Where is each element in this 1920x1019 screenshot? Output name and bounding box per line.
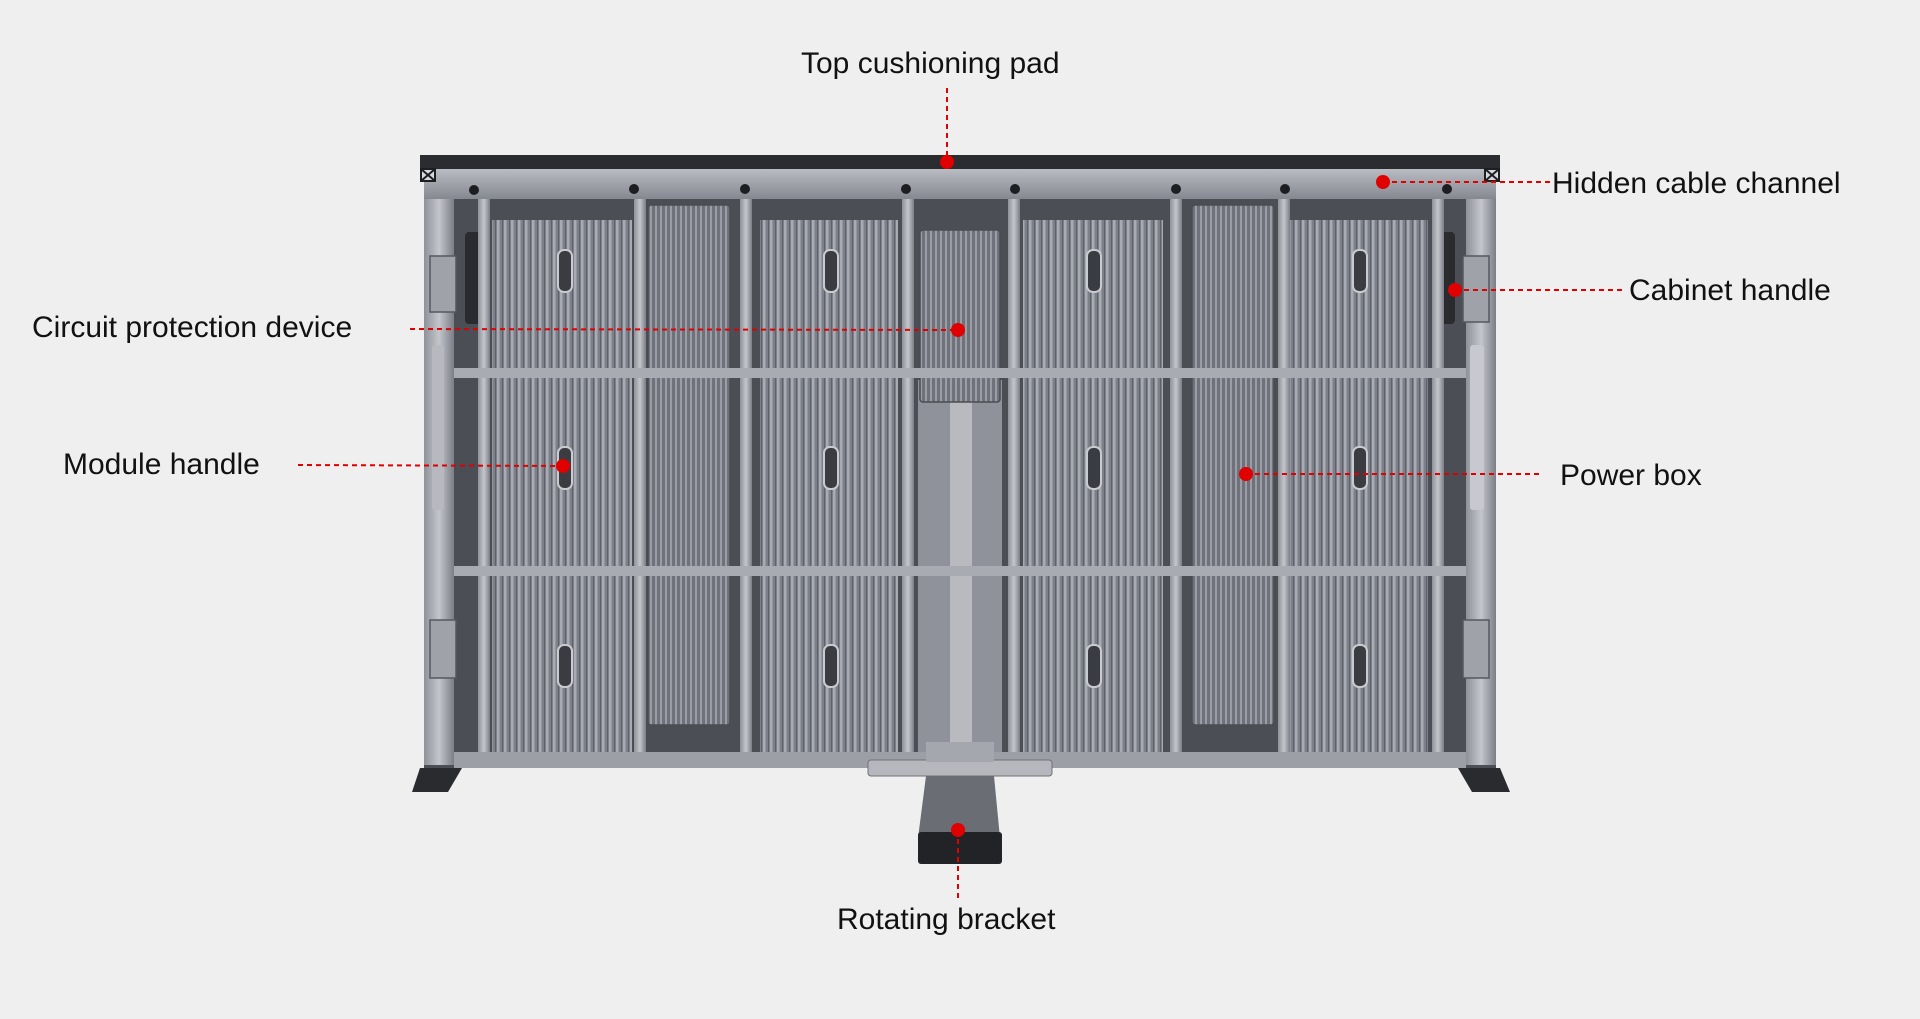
power-box-left [647,204,731,726]
callout-leaders [297,88,1622,902]
label-top-cushioning-pad: Top cushioning pad [801,47,1060,80]
rotating-bracket [867,742,1053,864]
right-foot [1458,768,1510,792]
corner-markers [420,168,1500,182]
left-side-bar [432,345,444,510]
led-cabinet [412,155,1510,864]
top-cushioning-pad [420,155,1500,169]
callout-dots [556,155,1462,837]
dot-rotating-bracket [951,823,965,837]
label-cabinet-handle: Cabinet handle [1629,274,1831,307]
dot-power-box [1239,467,1253,481]
label-rotating-bracket: Rotating bracket [837,903,1056,936]
channel-holes [469,184,1452,195]
label-circuit-protection-device: Circuit protection device [32,311,353,344]
dot-hidden-cable-channel [1376,175,1390,189]
leader-module-handle [297,464,564,467]
label-module-handle: Module handle [63,448,260,481]
label-power-box: Power box [1560,459,1702,492]
dot-module-handle [556,459,570,473]
right-cabinet-handles [1462,255,1490,679]
dot-circuit-protection-device [951,323,965,337]
left-cabinet-handles [429,255,457,679]
right-side-bar [1470,345,1484,510]
circuit-protection-device [919,229,1001,403]
module-handles [557,249,1368,688]
leader-circuit-protection-device [409,328,957,331]
power-box [1191,204,1275,726]
hidden-cable-channel [424,169,1496,199]
dot-top-cushioning-pad [940,155,954,169]
dot-cabinet-handle [1448,283,1462,297]
vertical-rails [478,199,1444,765]
label-hidden-cable-channel: Hidden cable channel [1552,167,1841,200]
left-foot [412,768,462,792]
